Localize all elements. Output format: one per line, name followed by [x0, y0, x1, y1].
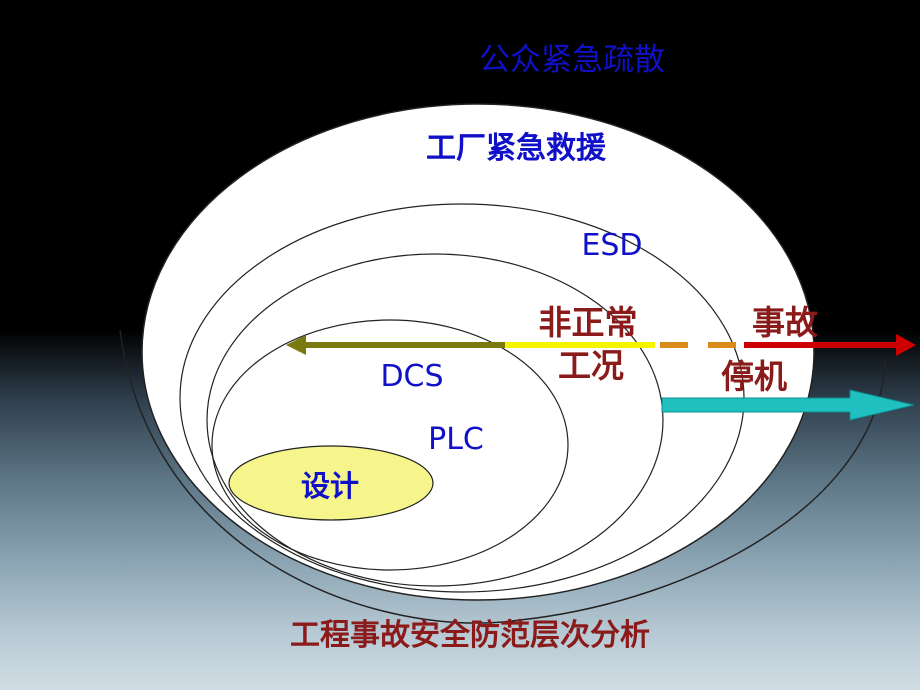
design-label: 设计 [301, 469, 359, 503]
footer-title: 工程事故安全防范层次分析 [290, 618, 650, 653]
public-evacuation-boundary [119, 329, 886, 624]
esd-inner-ellipse [206, 253, 664, 587]
public-evacuation-label: 公众紧急疏散 [479, 42, 665, 78]
dcs-range-arrow-head [286, 335, 306, 355]
accident-arrow-head [896, 334, 916, 356]
esd-label: ESD [581, 228, 642, 263]
dcs-plc-ellipse [211, 319, 569, 571]
plant-rescue-label: 工厂紧急救援 [426, 131, 607, 166]
plc-label: PLC [428, 422, 484, 457]
accident-label: 事故 [752, 303, 818, 342]
shutdown-label: 停机 [721, 357, 787, 396]
plant-rescue-ellipse [141, 103, 815, 601]
dcs-label: DCS [380, 359, 443, 394]
design-ellipse [228, 445, 434, 521]
shutdown-arrow [661, 389, 915, 421]
abnormal-label-line2: 工况 [558, 346, 624, 385]
abnormal-label-line1: 非正常 [539, 303, 638, 342]
